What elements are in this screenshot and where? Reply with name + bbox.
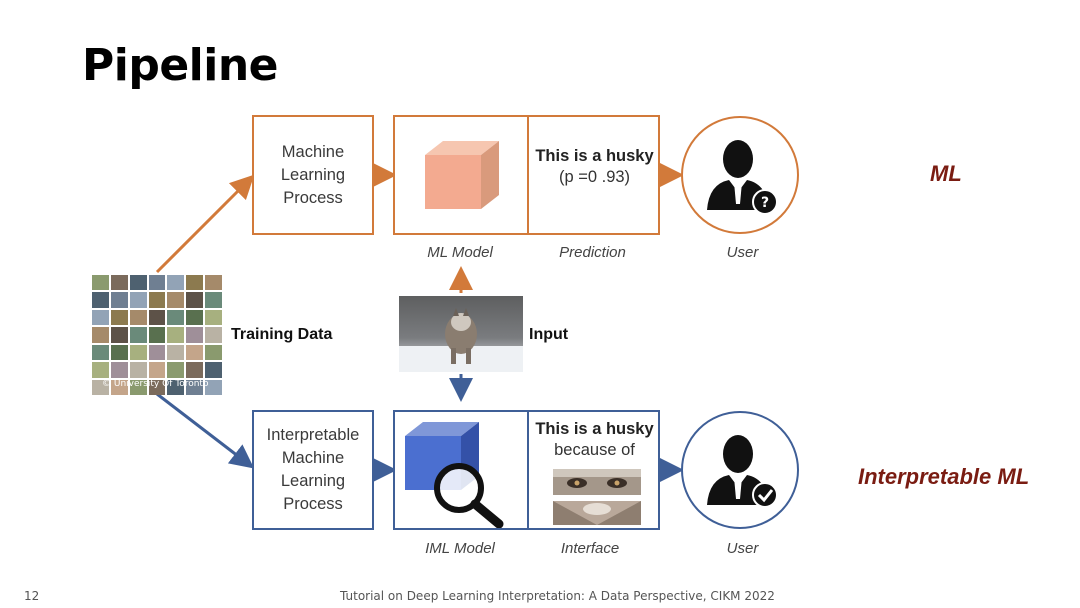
training-thumbnail xyxy=(186,275,204,291)
training-thumbnail xyxy=(205,344,222,361)
ml-process-label: Machine Learning Process xyxy=(280,142,346,207)
training-thumbnail xyxy=(148,344,166,361)
training-thumbnail xyxy=(92,292,109,308)
user-unknown-icon: ? xyxy=(681,116,799,234)
training-thumbnail xyxy=(148,379,166,395)
model-cube-icon xyxy=(425,141,499,209)
training-thumbnail xyxy=(129,292,147,308)
prediction-title: This is a husky xyxy=(535,147,654,165)
training-thumbnail xyxy=(129,379,147,395)
training-thumbnail xyxy=(205,275,222,291)
training-thumbnail xyxy=(110,344,128,361)
training-thumbnail xyxy=(129,275,147,291)
training-thumbnail xyxy=(148,309,166,326)
iml-process-box: Interpretable Machine Learning Process xyxy=(252,410,374,530)
ml-process-box: Machine Learning Process xyxy=(252,115,374,235)
interface-caption: Interface xyxy=(560,540,620,557)
training-thumbnail xyxy=(167,309,185,326)
prediction-probability: (p =0 .93) xyxy=(558,168,631,186)
iml-process-label: Interpretable Machine Learning Process xyxy=(266,426,360,513)
training-data-label: Training Data xyxy=(231,326,333,343)
training-thumbnail xyxy=(110,275,128,291)
training-thumbnail xyxy=(186,379,204,395)
ml-user-caption: User xyxy=(726,244,759,261)
training-thumbnail xyxy=(92,275,109,291)
training-thumbnail xyxy=(92,309,109,326)
training-thumbnail xyxy=(205,309,222,326)
arrow-training-to-ml-process xyxy=(155,174,255,274)
training-thumbnail xyxy=(129,309,147,326)
interface-title: This is a husky xyxy=(535,420,654,438)
input-label: Input xyxy=(529,326,569,343)
user-verified-icon xyxy=(681,411,799,529)
svg-text:?: ? xyxy=(761,195,769,211)
training-thumbnail xyxy=(186,309,204,326)
iml-model-cube-magnifier-icon xyxy=(405,422,504,528)
footer-citation: Tutorial on Deep Learning Interpretation… xyxy=(340,589,775,603)
arrow-training-to-iml-process xyxy=(156,392,255,469)
training-thumbnail xyxy=(110,309,128,326)
interface-subtitle: because of xyxy=(554,441,635,459)
iml-model-interface-box: This is a husky because of xyxy=(393,410,660,530)
ml-side-label: ML xyxy=(930,161,962,186)
training-thumbnail xyxy=(167,327,185,343)
husky-eyes-patch-image xyxy=(553,469,641,495)
iml-model-caption: IML Model xyxy=(425,540,495,557)
training-thumbnail xyxy=(129,362,147,378)
husky-snout-patch-image xyxy=(553,501,641,525)
training-thumbnail xyxy=(186,292,204,308)
page-number: 12 xyxy=(24,589,40,603)
training-thumbnail xyxy=(148,292,166,308)
slide-title: Pipeline xyxy=(82,40,279,91)
iml-user-caption: User xyxy=(726,540,759,557)
training-thumbnail xyxy=(167,379,185,395)
training-thumbnail xyxy=(167,362,185,378)
training-thumbnail xyxy=(129,344,147,361)
training-thumbnail xyxy=(205,362,222,378)
training-thumbnail xyxy=(205,292,222,308)
training-thumbnail xyxy=(110,379,128,395)
training-watermark: © University Of Toronto xyxy=(102,379,209,389)
training-thumbnail xyxy=(167,275,185,291)
training-thumbnail xyxy=(205,327,222,343)
training-thumbnail xyxy=(167,292,185,308)
training-thumbnail xyxy=(148,362,166,378)
box-divider xyxy=(527,412,529,528)
training-thumbnail xyxy=(129,327,147,343)
training-thumbnail xyxy=(110,327,128,343)
ml-model-caption: ML Model xyxy=(427,244,493,261)
training-thumbnail xyxy=(205,379,222,395)
training-thumbnail xyxy=(110,362,128,378)
training-thumbnail xyxy=(110,292,128,308)
iml-side-label: Interpretable ML xyxy=(858,464,1030,489)
training-thumbnail xyxy=(186,344,204,361)
training-thumbnail xyxy=(92,344,109,361)
training-thumbnail xyxy=(92,362,109,378)
training-thumbnail xyxy=(148,327,166,343)
training-thumbnail xyxy=(148,275,166,291)
training-thumbnail xyxy=(186,327,204,343)
prediction-caption: Prediction xyxy=(559,244,626,261)
training-data-image-grid xyxy=(92,275,222,395)
training-thumbnail xyxy=(92,327,109,343)
training-thumbnail xyxy=(92,379,109,395)
training-thumbnail xyxy=(167,344,185,361)
training-thumbnail xyxy=(186,362,204,378)
ml-model-prediction-box: This is a husky (p =0 .93) xyxy=(393,115,660,235)
box-divider xyxy=(527,117,529,233)
wolf-input-image xyxy=(399,296,523,372)
